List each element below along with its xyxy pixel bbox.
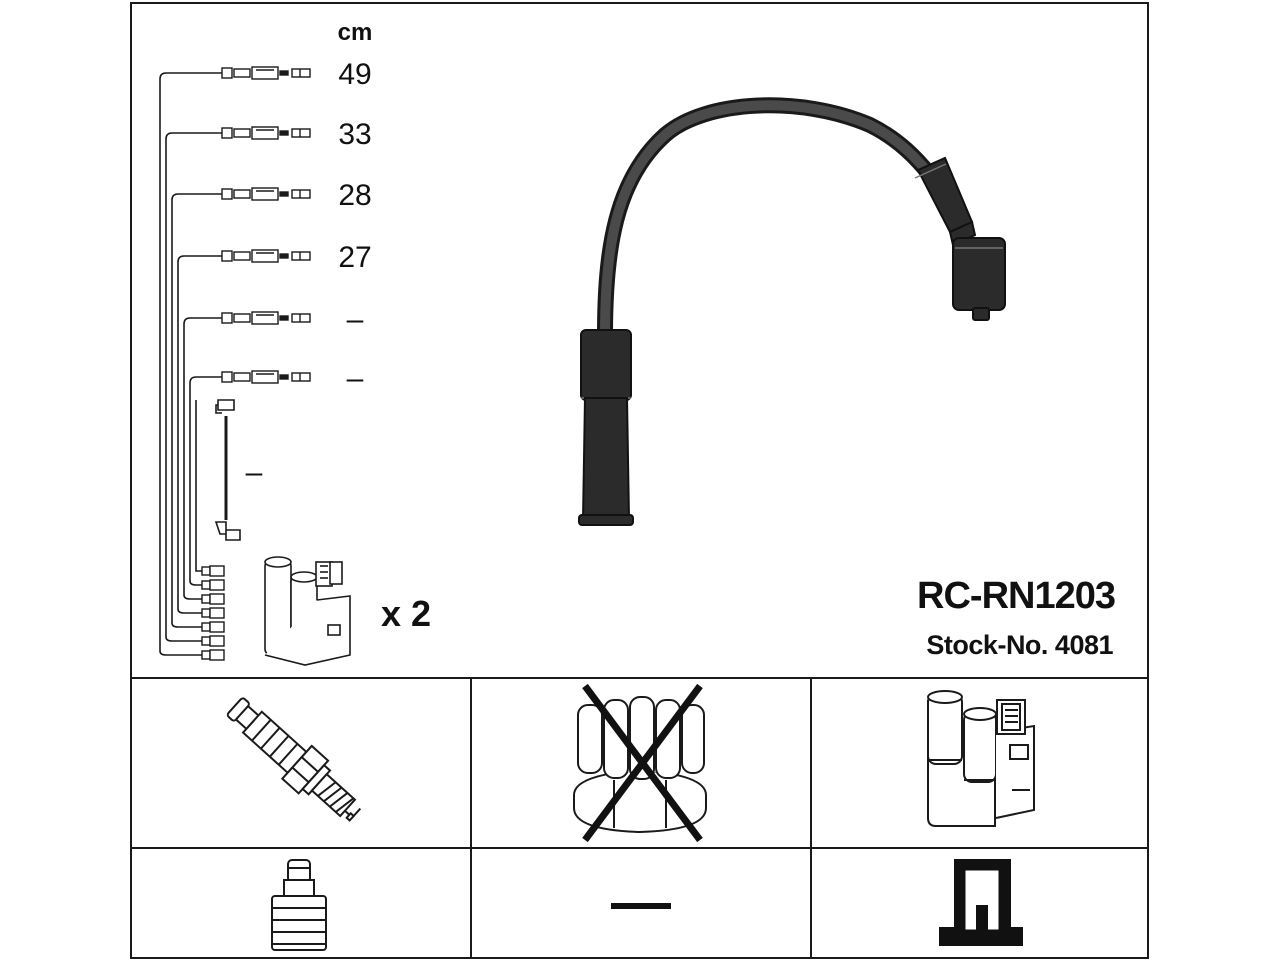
part-number: RC-RN1203 (917, 575, 1115, 617)
stock-number: Stock-No. 4081 (926, 630, 1113, 660)
cable-length-7: – (246, 456, 263, 489)
cable-route (189, 376, 222, 586)
cable-length-6: – (347, 362, 364, 395)
cable-row (221, 187, 311, 201)
terminal (201, 565, 225, 577)
terminal (201, 621, 225, 633)
spark-plug-boot (578, 329, 634, 526)
cable-length-5: – (347, 303, 364, 336)
cable-row (221, 249, 311, 263)
jumper-lead (214, 399, 241, 541)
spark-plug-icon (226, 697, 362, 822)
terminal-stack (201, 565, 225, 661)
cable-route (177, 255, 222, 614)
cable-length-3: 28 (338, 179, 371, 212)
cable-route (159, 72, 222, 656)
ignition-cable-illustration (578, 97, 1006, 526)
cable-set-overview: cm 49 33 28 27 – – – x 2 (159, 19, 431, 666)
cable-route (165, 132, 222, 642)
cable-loom (159, 72, 222, 656)
distributor-terminal-label: — (611, 868, 671, 935)
plug-terminal-icon (271, 859, 327, 951)
cable-length-2: 33 (338, 118, 371, 151)
coil-terminal-icon (939, 859, 1023, 946)
cable-rows: 49 33 28 27 – – (221, 58, 372, 395)
frame (130, 2, 1149, 959)
coil-boot (914, 156, 1006, 321)
terminal (201, 607, 225, 619)
cable-row (221, 370, 311, 384)
cable-route (195, 400, 202, 572)
terminal (201, 649, 225, 661)
terminal (201, 579, 225, 591)
cable-row (221, 66, 311, 80)
coil-pack-icon-small (264, 556, 351, 666)
cable-length-1: 49 (338, 58, 371, 91)
length-unit-label: cm (338, 19, 373, 46)
cable-length-4: 27 (338, 241, 371, 274)
quantity-label: x 2 (381, 593, 431, 634)
cable-row (221, 311, 311, 325)
ignition-coil-icon (927, 690, 1035, 827)
cable-route (171, 193, 222, 628)
terminal (201, 635, 225, 647)
terminal (201, 593, 225, 605)
not-applicable-cross (582, 683, 703, 843)
cable-row (221, 126, 311, 140)
distributor-cap-icon (573, 696, 707, 834)
cable-route (183, 317, 222, 600)
